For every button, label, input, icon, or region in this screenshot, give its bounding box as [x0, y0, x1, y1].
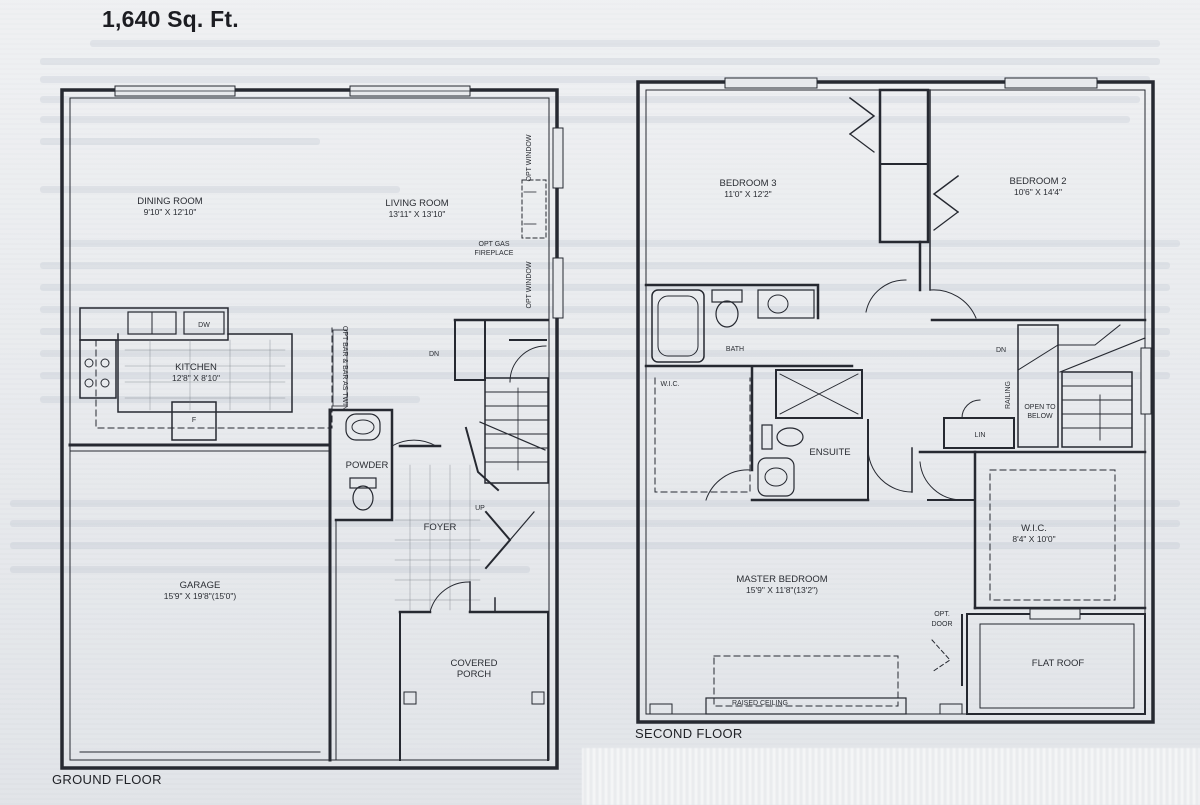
opt-window-bottom-label: OPT WINDOW: [526, 261, 533, 308]
living-room-label: LIVING ROOM: [385, 198, 448, 209]
opt-bar-label: OPT BAR & BAR AS TWIN: [341, 326, 348, 410]
flat-roof-label: FLAT ROOF: [1032, 658, 1085, 669]
open-to-label: OPEN TO: [1024, 404, 1056, 411]
covered-label: COVERED: [451, 658, 498, 669]
raised-ceiling-label: RAISED CEILING: [732, 700, 788, 707]
ensuite-label: ENSUITE: [809, 447, 850, 458]
dining-room-label: DINING ROOM: [137, 196, 203, 207]
ground-floor-caption: GROUND FLOOR: [52, 772, 162, 787]
fireplace-label: FIREPLACE: [475, 250, 514, 257]
dining-room-size: 9'10" X 12'10": [144, 207, 197, 217]
second-floor-caption: SECOND FLOOR: [635, 726, 743, 741]
porch-label: PORCH: [457, 669, 491, 680]
small-wic-label: W.I.C.: [660, 381, 679, 388]
kitchen-size: 12'8" X 8'10": [172, 373, 220, 383]
fridge-label: F: [192, 417, 196, 424]
bath-label: BATH: [726, 346, 744, 353]
dishwasher-label: DW: [198, 322, 210, 329]
master-bedroom-label: MASTER BEDROOM: [736, 574, 827, 585]
garage-label: GARAGE: [180, 580, 221, 591]
paper-smudge: [582, 748, 1200, 805]
linen-label: LIN: [975, 432, 986, 439]
opt-window-top-label: OPT WINDOW: [526, 134, 533, 181]
foyer-label: FOYER: [424, 522, 457, 533]
ground-floor-plan: [60, 85, 564, 770]
opt-gas-label: OPT GAS: [479, 241, 510, 248]
bedroom2-size: 10'6" X 14'4": [1014, 187, 1062, 197]
garage-size: 15'9" X 19'8"(15'0"): [164, 591, 237, 601]
bedroom2-label: BEDROOM 2: [1009, 176, 1066, 187]
wic-label: W.I.C.: [1021, 523, 1047, 534]
living-room-size: 13'11" X 13'10": [389, 209, 446, 219]
opt-label: OPT.: [934, 611, 950, 618]
door-label: DOOR: [932, 621, 953, 628]
ground-down-label: DN: [429, 351, 439, 358]
wic-size: 8'4" X 10'0": [1012, 534, 1055, 544]
below-label: BELOW: [1027, 413, 1053, 420]
stair-up-label: UP: [475, 505, 485, 512]
bedroom3-label: BEDROOM 3: [719, 178, 776, 189]
second-floor-plan: [636, 77, 1155, 724]
powder-label: POWDER: [346, 460, 389, 471]
kitchen-label: KITCHEN: [175, 362, 217, 373]
bedroom3-size: 11'0" X 12'2": [724, 189, 771, 199]
area-title: 1,640 Sq. Ft.: [102, 6, 239, 32]
upper-down-label: DN: [996, 347, 1006, 354]
railing-label: RAILING: [1005, 381, 1012, 409]
master-bedroom-size: 15'9" X 11'8"(13'2"): [746, 585, 818, 595]
